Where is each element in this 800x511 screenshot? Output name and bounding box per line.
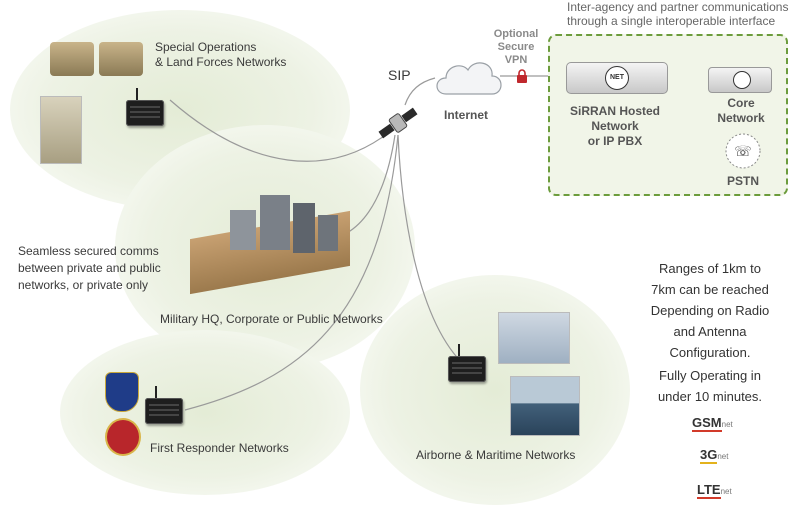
gsm-net-badge: GSMnet: [692, 415, 733, 432]
net-logo: NET: [605, 66, 629, 90]
fully-operating-text: Fully Operating in under 10 minutes.: [657, 368, 763, 404]
gsm-badge-main: GSM: [692, 415, 722, 432]
military-hq-label: Military HQ, Corporate or Public Network…: [160, 312, 383, 326]
gsm-badge-suffix: net: [721, 420, 733, 429]
aircraft-image: [498, 312, 570, 364]
core-network-icon: [708, 67, 772, 93]
military-vehicle-image: [99, 42, 143, 76]
military-vehicle-image: [50, 42, 94, 76]
lock-icon: [517, 69, 527, 83]
airborne-maritime-label: Airborne & Maritime Networks: [416, 448, 576, 462]
pstn-label: PSTN: [727, 174, 760, 188]
lte-badge-suffix: net: [720, 487, 732, 496]
radio-unit: [145, 386, 183, 424]
range-text: Ranges of 1km to 7km can be reached Depe…: [650, 261, 770, 360]
radio-unit: [448, 344, 486, 382]
pstn-phone-icon: ☏: [725, 133, 761, 169]
optional-vpn-label: Optional Secure VPN: [493, 28, 539, 66]
range-description: Ranges of 1km to 7km can be reached Depe…: [640, 258, 780, 407]
3g-badge-main: 3G: [700, 447, 718, 464]
3g-net-badge: 3Gnet: [700, 447, 729, 464]
inter-agency-label: Inter-agency and partner communications …: [567, 0, 789, 28]
internet-label: Internet: [444, 108, 489, 122]
3g-badge-suffix: net: [717, 452, 729, 461]
ships-image: [510, 376, 580, 436]
seamless-label: Seamless secured comms between private a…: [18, 244, 161, 292]
core-network-label: Core Network: [717, 96, 765, 125]
radio-unit: [126, 88, 164, 126]
core-network-logo: [733, 71, 751, 89]
airborne-maritime-area: [360, 275, 630, 505]
internet-cloud-icon: [436, 62, 502, 95]
hosted-network-box: [548, 34, 788, 196]
police-badge-icon: [105, 372, 139, 412]
sirran-server-icon: NET: [566, 62, 668, 94]
sirran-label: SiRRAN Hosted Network or IP PBX: [569, 104, 660, 148]
first-responder-label: First Responder Networks: [150, 441, 289, 455]
soldier-image: [40, 96, 82, 164]
special-ops-label: Special Operations & Land Forces Network…: [155, 40, 287, 69]
fire-department-badge-icon: [105, 418, 141, 456]
lte-net-badge: LTEnet: [697, 482, 732, 499]
lte-badge-main: LTE: [697, 482, 721, 499]
sip-label: SIP: [388, 67, 411, 83]
city-model-image: [190, 195, 350, 295]
satellite-icon: [378, 107, 418, 139]
svg-text:☏: ☏: [734, 144, 752, 160]
first-responder-area: [60, 330, 350, 495]
